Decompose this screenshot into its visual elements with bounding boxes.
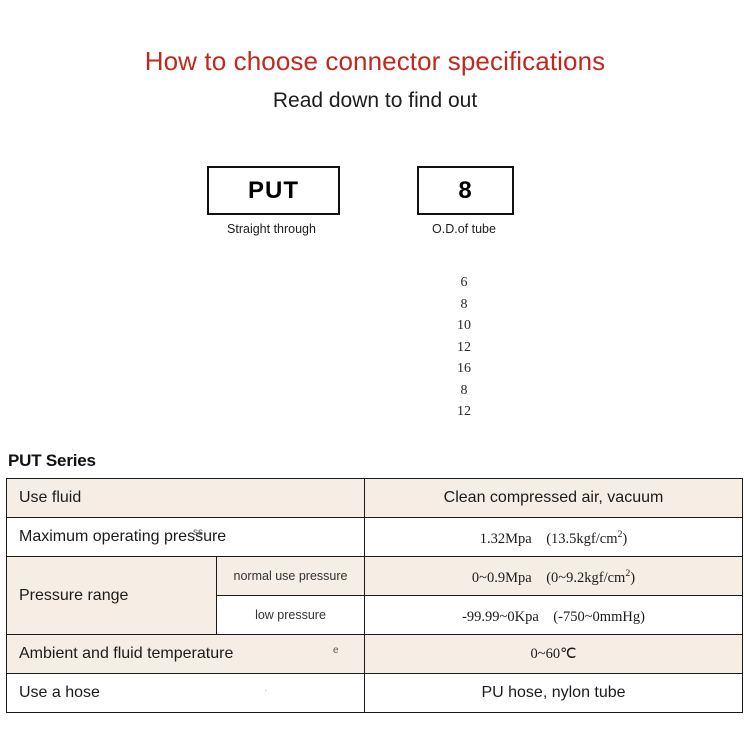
od-option: 12 (457, 339, 471, 355)
spec-value: 1.32Mpa (13.5kgf/cm2) (364, 517, 743, 557)
spec-value: 0~60℃ (364, 634, 743, 674)
spec-label-text: Ambient and fluid temperature (19, 645, 234, 662)
spec-sub-label: normal use pressure (216, 556, 365, 596)
od-option-list: 6 8 10 12 16 8 12 (409, 272, 519, 423)
spec-label: Pressure range (6, 556, 217, 635)
spec-value: -99.99~0Kpa (-750~0mmHg) (364, 595, 743, 635)
spec-sub-label: low pressure (216, 595, 365, 635)
table-row: Pressure range normal use pressure 0~0.9… (6, 556, 743, 635)
series-code-caption: Straight through (227, 222, 316, 236)
od-code-box: 8 (417, 166, 514, 215)
series-code-box: PUT (207, 166, 340, 215)
od-option: 16 (457, 361, 471, 376)
table-row: Ambient and fluid temperature e 0~60℃ (6, 634, 743, 674)
spec-label-text: Use a hose (19, 684, 100, 701)
spec-value: 0~0.9Mpa (0~9.2kgf/cm2) (364, 556, 743, 596)
table-row: Use a hose ' PU hose, nylon tube (6, 673, 743, 713)
od-option: 6 (460, 275, 468, 290)
od-option: 8 (460, 382, 468, 398)
spec-table-heading: PUT Series (8, 451, 96, 470)
page-subtitle: Read down to find out (272, 89, 478, 112)
spec-label: Ambient and fluid temperature e (6, 634, 365, 674)
od-option: 8 (460, 296, 468, 312)
od-code-caption: O.D.of tube (432, 222, 496, 236)
table-row: low pressure -99.99~0Kpa (-750~0mmHg) (7, 595, 743, 635)
spec-value: Clean compressed air, vacuum (364, 478, 743, 518)
spec-value: PU hose, nylon tube (364, 673, 743, 713)
spec-label: Use fluid (6, 478, 365, 518)
spec-label-text: Maximum operating pressure (19, 528, 227, 545)
table-row: Maximum operating pressure ss 1.32Mpa (1… (6, 517, 743, 557)
od-option: 12 (457, 404, 471, 419)
od-option: 10 (457, 318, 471, 333)
table-row: Use fluid Clean compressed air, vacuum (6, 478, 743, 518)
scan-artifact-e: e (333, 645, 339, 656)
page-title: How to choose connector specifications (144, 46, 606, 76)
spec-label: Use a hose ' (6, 673, 365, 713)
spec-table: Use fluid Clean compressed air, vacuum M… (6, 478, 743, 713)
spec-label: Maximum operating pressure ss (6, 517, 365, 557)
scan-artifact-dot: ' (265, 688, 267, 698)
